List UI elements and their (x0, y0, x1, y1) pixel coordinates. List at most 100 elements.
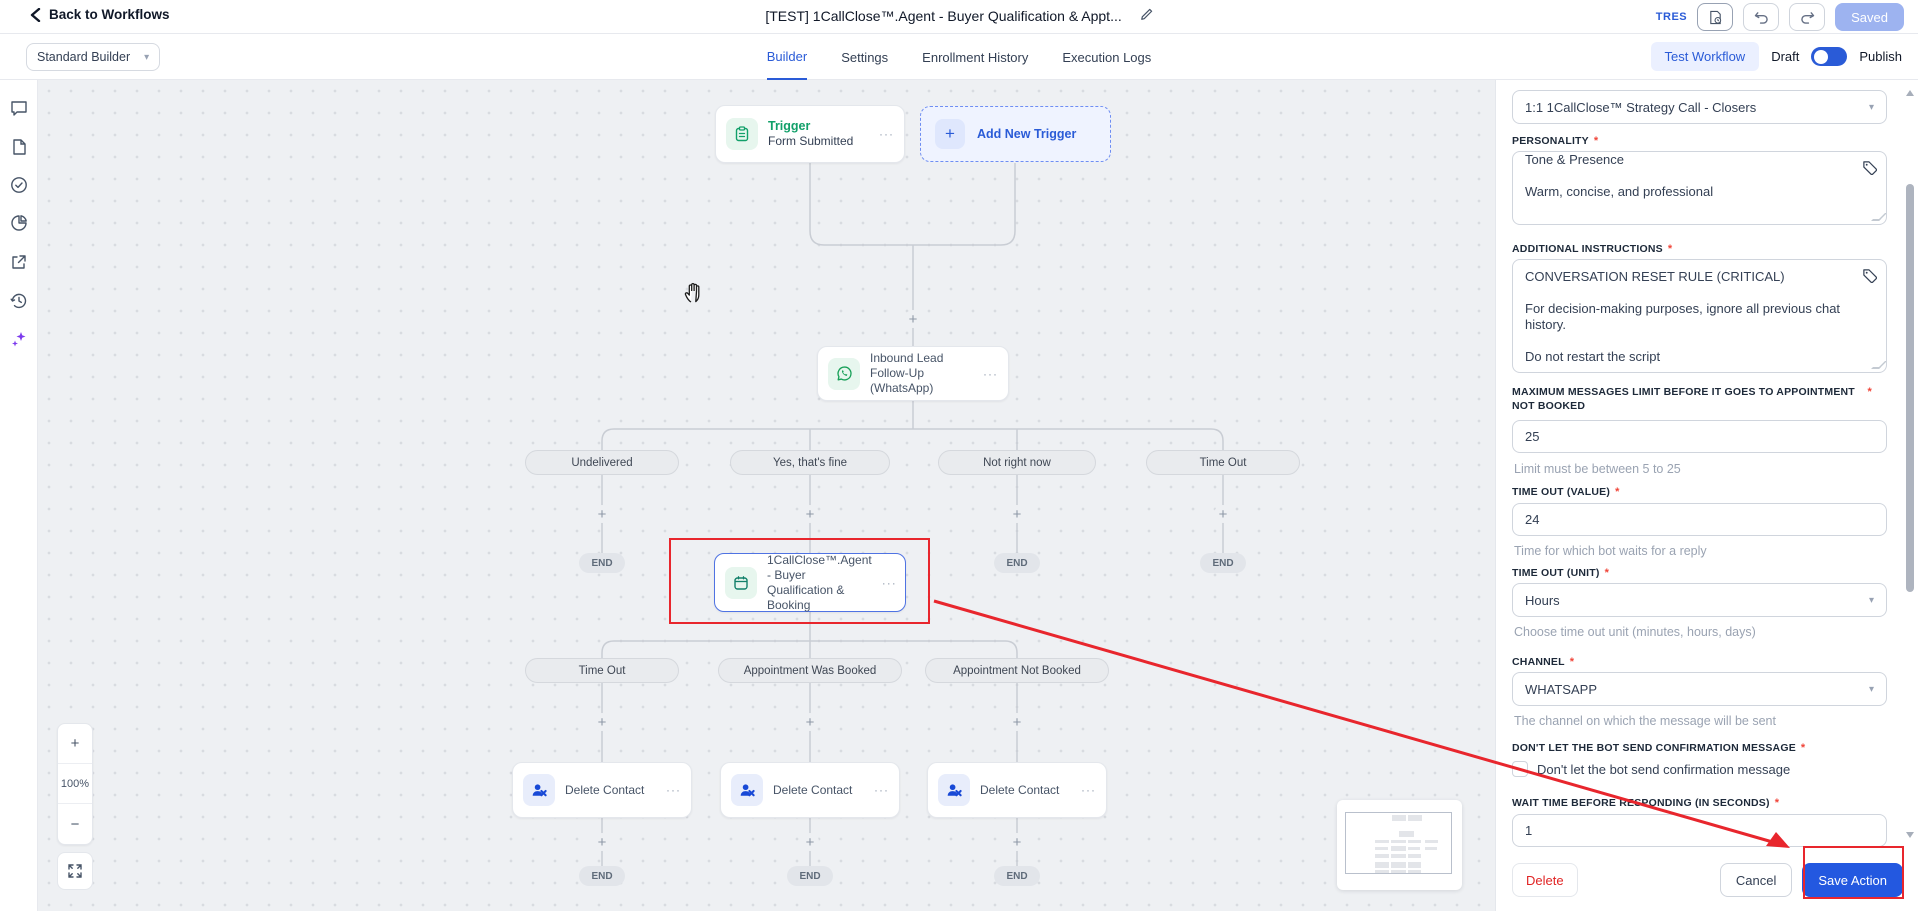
confirmation-checkbox-label: Don't let the bot send confirmation mess… (1537, 761, 1791, 777)
builder-mode-select[interactable]: Standard Builder ▾ (26, 43, 161, 71)
inbound-followup-node[interactable]: Inbound Lead Follow-Up (WhatsApp) ··· (817, 346, 1009, 401)
delete-contact-node[interactable]: Delete Contact ··· (927, 762, 1107, 818)
node-menu-button[interactable]: ··· (879, 127, 894, 141)
confirmation-checkbox-row: Don't let the bot send confirmation mess… (1512, 761, 1790, 777)
tab-builder[interactable]: Builder (766, 34, 808, 80)
add-step-button[interactable]: + (1008, 833, 1026, 851)
edit-title-icon[interactable] (1140, 8, 1153, 24)
document-icon[interactable] (10, 138, 28, 156)
max-messages-input[interactable] (1512, 420, 1887, 453)
user-remove-icon (523, 774, 555, 806)
tab-settings[interactable]: Settings (841, 49, 889, 65)
delete-contact-node[interactable]: Delete Contact ··· (512, 762, 692, 818)
fit-view-button[interactable] (57, 852, 93, 890)
action-settings-panel: 1:1 1CallClose™ Strategy Call - Closers … (1495, 80, 1918, 911)
test-workflow-button[interactable]: Test Workflow (1650, 42, 1760, 71)
draft-publish-toggle[interactable] (1811, 47, 1848, 66)
branch2-appointment-was-booked[interactable]: Appointment Was Booked (718, 658, 902, 683)
undo-button[interactable] (1743, 3, 1780, 31)
timeout-unit-select[interactable]: Hours ▾ (1512, 583, 1887, 617)
add-step-button[interactable]: + (801, 713, 819, 731)
tab-execution-logs[interactable]: Execution Logs (1062, 49, 1152, 65)
branch2-appointment-not-booked[interactable]: Appointment Not Booked (925, 658, 1109, 683)
minimap[interactable] (1337, 800, 1462, 890)
tag-icon[interactable] (1862, 160, 1877, 175)
end-node: END (787, 866, 833, 886)
cancel-button[interactable]: Cancel (1719, 863, 1793, 897)
saved-button[interactable]: Saved (1835, 3, 1904, 31)
branch-not-right-now[interactable]: Not right now (938, 450, 1096, 475)
expand-icon (68, 864, 82, 878)
channel-label: CHANNEL* (1512, 656, 1575, 668)
resize-handle[interactable] (1871, 213, 1886, 221)
channel-select[interactable]: WHATSAPP ▾ (1512, 672, 1887, 706)
wait-time-input[interactable] (1512, 814, 1887, 847)
add-step-button[interactable]: + (593, 833, 611, 851)
add-step-button[interactable]: + (593, 505, 611, 523)
trigger-node-title: Trigger (768, 119, 811, 133)
trigger-node[interactable]: Trigger Form Submitted ··· (715, 105, 905, 163)
add-step-button[interactable]: + (1214, 505, 1232, 523)
snapshot-history-button[interactable] (1697, 3, 1734, 31)
toggle-knob (1813, 49, 1828, 64)
save-action-button[interactable]: Save Action (1802, 863, 1903, 897)
node-menu-button[interactable]: ··· (874, 783, 889, 797)
scroll-thumb[interactable] (1906, 184, 1914, 592)
add-new-trigger-button[interactable]: + Add New Trigger (920, 106, 1111, 162)
zoom-out-button[interactable]: − (70, 815, 80, 833)
branch-time-out[interactable]: Time Out (1146, 450, 1300, 475)
add-step-button[interactable]: + (593, 713, 611, 731)
comments-icon[interactable] (10, 99, 28, 117)
user-remove-icon (938, 774, 970, 806)
scroll-down-arrow[interactable] (1906, 832, 1914, 838)
scroll-up-arrow[interactable] (1906, 90, 1914, 96)
workflow-title: [TEST] 1CallClose™.Agent - Buyer Qualifi… (0, 8, 1918, 24)
zoom-in-button[interactable]: + (58, 724, 92, 764)
pie-chart-icon[interactable] (10, 214, 28, 232)
back-to-workflows-button[interactable]: Back to Workflows (30, 7, 170, 22)
whatsapp-icon (828, 357, 860, 390)
branch-yes-thats-fine[interactable]: Yes, that's fine (730, 450, 890, 475)
branch2-time-out[interactable]: Time Out (525, 658, 679, 683)
timeout-value-input[interactable] (1512, 503, 1887, 536)
workflow-canvas[interactable]: Trigger Form Submitted ··· + Add New Tri… (38, 80, 1495, 911)
chevron-down-icon: ▾ (1868, 101, 1874, 113)
trigger-node-subtitle: Form Submitted (768, 134, 854, 148)
tag-icon[interactable] (1862, 268, 1877, 283)
draft-label: Draft (1771, 49, 1800, 64)
calendar-select[interactable]: 1:1 1CallClose™ Strategy Call - Closers … (1512, 90, 1887, 124)
external-link-icon[interactable] (10, 253, 28, 271)
redo-button[interactable] (1789, 3, 1826, 31)
ai-sparkles-icon[interactable] (10, 330, 28, 348)
additional-instructions-textarea[interactable]: CONVERSATION RESET RULE (CRITICAL) For d… (1512, 259, 1887, 373)
branch-undelivered[interactable]: Undelivered (525, 450, 679, 475)
zoom-level: 100% (58, 764, 92, 804)
check-circle-icon[interactable] (10, 176, 28, 194)
node-menu-button[interactable]: ··· (881, 575, 897, 590)
back-label: Back to Workflows (49, 7, 170, 22)
confirmation-checkbox[interactable] (1512, 761, 1528, 777)
delete-button[interactable]: Delete (1512, 863, 1578, 897)
node-menu-button[interactable]: ··· (1081, 783, 1096, 797)
add-step-button[interactable]: + (904, 310, 922, 328)
add-step-button[interactable]: + (1008, 713, 1026, 731)
add-step-button[interactable]: + (1008, 505, 1026, 523)
delete-contact-node[interactable]: Delete Contact ··· (720, 762, 900, 818)
timeout-value-helper: Time for which bot waits for a reply (1514, 544, 1707, 558)
wait-time-label: WAIT TIME BEFORE RESPONDING (IN SECONDS)… (1512, 797, 1780, 809)
history-clock-icon[interactable] (10, 292, 28, 310)
tab-enrollment-history[interactable]: Enrollment History (922, 49, 1029, 65)
agent-booking-node[interactable]: 1CallClose™.Agent - Buyer Qualification … (714, 553, 906, 612)
brand-badge: TRES (1655, 11, 1688, 23)
add-step-button[interactable]: + (801, 833, 819, 851)
panel-footer: Delete Cancel Save Action (1496, 849, 1918, 911)
end-node: END (579, 553, 625, 573)
chevron-down-icon: ▾ (1868, 683, 1874, 695)
user-remove-icon (731, 774, 763, 806)
panel-scrollbar[interactable] (1905, 84, 1915, 844)
node-menu-button[interactable]: ··· (666, 783, 681, 797)
agent-node-label: 1CallClose™.Agent - Buyer Qualification … (767, 552, 872, 612)
add-step-button[interactable]: + (801, 505, 819, 523)
node-menu-button[interactable]: ··· (983, 366, 998, 381)
personality-textarea[interactable]: Tone & Presence Warm, concise, and profe… (1512, 151, 1887, 225)
